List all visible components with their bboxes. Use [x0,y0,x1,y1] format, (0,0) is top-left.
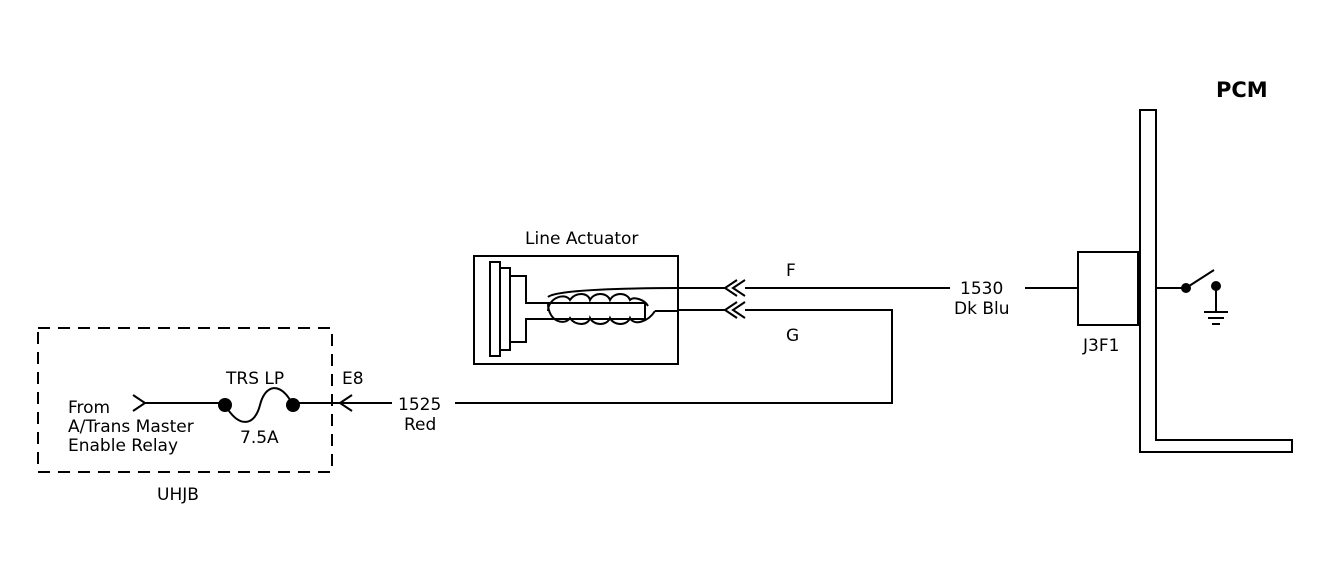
wire-1530-color: Dk Blu [954,299,1010,319]
fuse-rating-label: 7.5A [240,428,279,448]
e8-connector-icon [338,394,353,412]
j3f1-label: J3F1 [1082,336,1119,356]
wire-1530-number: 1530 [960,279,1003,299]
wire-1525-segment-a [455,309,893,404]
input-connector-icon [132,394,224,412]
source-label-line2: A/Trans Master [68,417,194,437]
source-label-line3: Enable Relay [68,436,178,456]
fuse-name-label: TRS LP [225,369,284,389]
line-actuator-label: Line Actuator [525,229,638,249]
e8-terminal-label: E8 [342,369,364,389]
j3f1-connector [1077,251,1139,326]
line-actuator [473,255,679,365]
source-label-line1: From [68,398,110,418]
uhjb-box [37,327,333,473]
actuator-connector-icon [678,279,746,319]
wire-1525-number: 1525 [398,395,441,415]
wire-1525-color: Red [404,415,436,435]
solenoid-coil-icon [547,287,679,325]
pcm-internal-switch [1156,269,1221,293]
actuator-pin-g: G [786,326,799,346]
ground-symbol-icon [1204,286,1228,325]
pcm-module [1139,109,1293,453]
pcm-label: PCM [1216,78,1268,102]
uhjb-label: UHJB [157,485,199,505]
actuator-pin-f: F [786,261,796,281]
fuse-icon [218,387,300,423]
